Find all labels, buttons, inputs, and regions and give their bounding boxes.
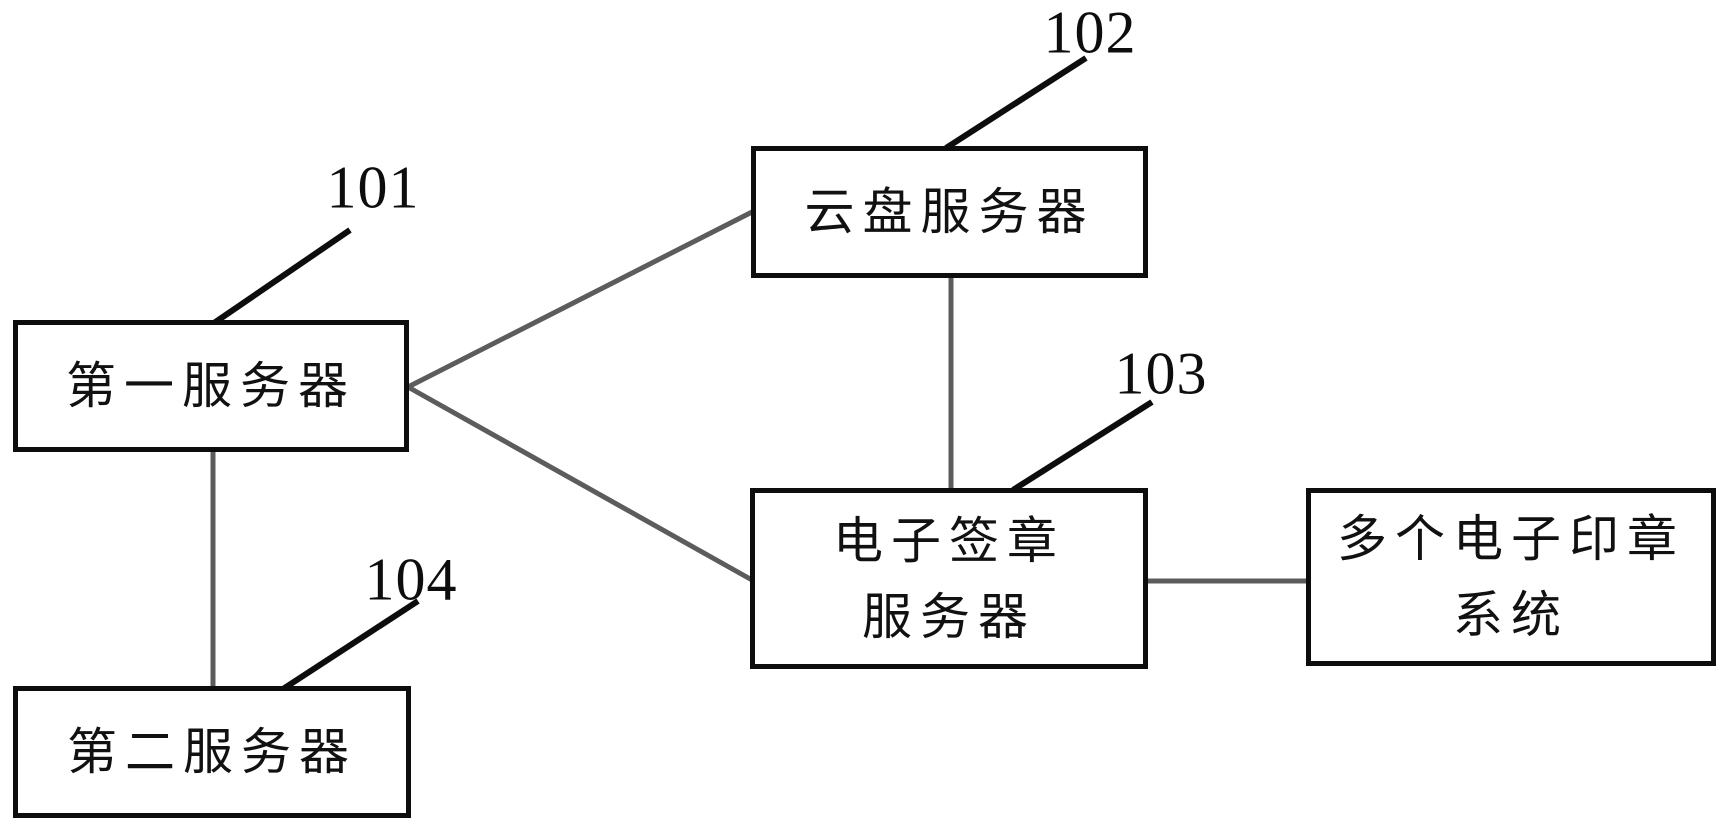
callout-lines <box>212 55 1154 692</box>
node-esign-server-label-line1: 电子签章 <box>833 511 1065 570</box>
callout-line-102 <box>944 55 1088 151</box>
node-cloud-disk-server: 云盘服务器 <box>751 146 1148 278</box>
node-cloud-disk-server-label: 云盘服务器 <box>804 183 1095 241</box>
callout-line-101 <box>212 227 352 326</box>
edge-first-server-to-esign-server <box>406 384 754 583</box>
node-seal-systems-label-line2: 系统 <box>1453 586 1569 644</box>
node-seal-systems-label-line1: 多个电子印章 <box>1337 510 1685 568</box>
node-esign-server-label-line2: 服务器 <box>862 587 1036 646</box>
node-second-server: 第二服务器 <box>13 686 411 818</box>
ref-label-104: 104 <box>364 546 458 613</box>
node-esign-server: 电子签章 服务器 <box>750 488 1148 669</box>
connector-lines <box>210 208 1309 689</box>
edge-first-server-to-cloud-disk-server <box>406 208 756 390</box>
node-first-server: 第一服务器 <box>13 320 409 452</box>
callout-line-104 <box>281 598 420 692</box>
ref-label-101: 101 <box>326 154 420 221</box>
node-seal-systems: 多个电子印章 系统 <box>1306 488 1716 666</box>
node-second-server-label: 第二服务器 <box>67 723 357 781</box>
node-first-server-label: 第一服务器 <box>66 357 356 415</box>
ref-label-102: 102 <box>1043 0 1137 66</box>
callout-line-103 <box>1011 399 1154 493</box>
ref-label-103: 103 <box>1114 340 1208 407</box>
